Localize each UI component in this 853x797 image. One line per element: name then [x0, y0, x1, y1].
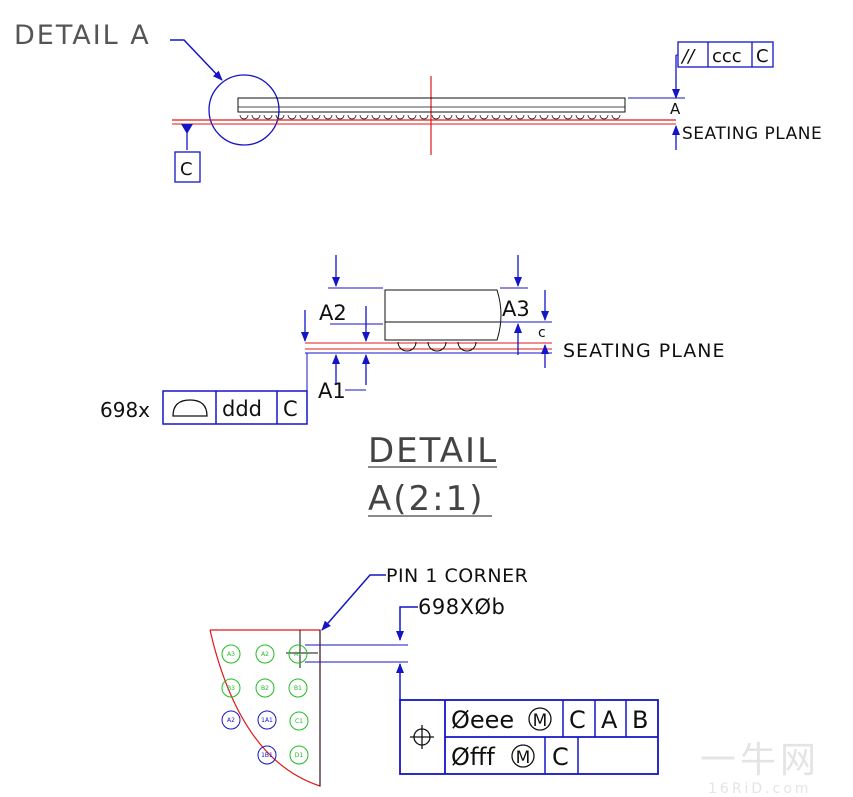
- side-view: DETAIL A // ccc C A SEATING PLANE: [14, 20, 822, 183]
- c-label: c: [538, 325, 546, 341]
- detail-title-line2: A(2:1): [368, 479, 485, 519]
- ball-label-1b1: 1B1: [261, 752, 273, 759]
- pin1-corner-label: PIN 1 CORNER: [386, 565, 528, 587]
- ball-b1: [288, 678, 308, 698]
- ball-1b1: [257, 745, 277, 765]
- ball-grid: A3 A2 A1 B3 B2 B1 A2 1A1 C1 1B1 D1: [221, 644, 309, 765]
- seating-plane-label: SEATING PLANE: [682, 124, 822, 144]
- profile-datum: C: [283, 397, 298, 421]
- mmc-modifier-1: M: [533, 711, 548, 731]
- position-datum-1a: C: [569, 706, 586, 734]
- surface-profile-icon: [172, 399, 208, 417]
- ball-label-a1: A1: [294, 651, 302, 658]
- ball-label-d1: D1: [295, 752, 304, 759]
- ball-label-1a1: 1A1: [261, 717, 273, 724]
- detail-title-line1: DETAIL: [368, 431, 498, 471]
- a2-label: A2: [319, 301, 347, 325]
- pin1-leader: [321, 574, 386, 631]
- ball-b3: [221, 678, 241, 698]
- parallelism-symbol: //: [680, 46, 696, 67]
- a1-label: A1: [318, 379, 346, 403]
- datum-c-triangle: [181, 124, 193, 134]
- detail-a-view: A2 A1 A3 c SEATING PLANE 698x ddd C DETA…: [100, 255, 725, 519]
- detail-package: [384, 289, 502, 341]
- ball-diameter-label: 698XØb: [418, 595, 505, 619]
- position-datum-1b: A: [601, 706, 618, 734]
- watermark: 一牛网 16RiD.com: [700, 740, 820, 797]
- profile-tolerance: ddd: [222, 397, 262, 421]
- ball-label-c1: C1: [295, 718, 303, 725]
- mmc-circle-2: [511, 744, 535, 768]
- ball-a2: [255, 644, 275, 664]
- ball-d1: [289, 745, 309, 765]
- ball-a1: [288, 644, 308, 664]
- position-tolerance-1: Øeee: [451, 706, 514, 734]
- mmc-modifier-2: M: [516, 748, 531, 768]
- ball-label-a2: A2: [261, 651, 269, 658]
- datum-a-label: A: [670, 100, 681, 118]
- ball-label-blue-a2: A2: [227, 717, 235, 724]
- parallelism-tolerance: ccc: [712, 46, 742, 67]
- watermark-url: 16RiD.com: [708, 781, 812, 797]
- datum-c-letter: C: [180, 159, 193, 180]
- ball-label-b3: B3: [227, 685, 235, 692]
- position-frame: Øeee M C A B Øfff M C: [399, 699, 659, 775]
- detail-seating-plane-label: SEATING PLANE: [563, 340, 725, 362]
- package-body: [237, 97, 626, 113]
- detail-a-callout-label: DETAIL A: [14, 20, 151, 51]
- position-datum-1c: B: [632, 706, 648, 734]
- ball-diameter-leader: [396, 606, 418, 641]
- detail-balls: [397, 341, 477, 352]
- watermark-chars: 一牛网: [700, 740, 820, 781]
- position-tolerance-2: Øfff: [451, 743, 495, 771]
- solder-ball-row: [239, 114, 621, 120]
- ball-label-a3: A3: [227, 651, 235, 658]
- ball-label-b2: B2: [261, 685, 269, 692]
- ball-label-b1: B1: [294, 685, 302, 692]
- package-corner-outline: [209, 629, 321, 787]
- mmc-circle-1: [528, 707, 552, 731]
- ball-c1: [289, 711, 309, 731]
- profile-frame: ddd C: [162, 390, 308, 425]
- a3-label: A3: [502, 297, 530, 321]
- ball-a3: [221, 644, 241, 664]
- position-icon: [410, 725, 434, 749]
- detail-a-leader: [170, 39, 223, 81]
- ball-b2: [255, 678, 275, 698]
- parallelism-datum: C: [756, 46, 769, 67]
- ball-1a1: [257, 710, 277, 730]
- detail-a-circle: [208, 74, 280, 146]
- bottom-view: PIN 1 CORNER A3 A2 A1 B3 B2 B1 A2 1A1 C: [209, 565, 659, 787]
- parallelism-frame: // ccc C: [677, 41, 774, 68]
- position-datum-2a: C: [552, 743, 569, 771]
- ball-count-label: 698x: [100, 398, 150, 422]
- datum-c-box: [174, 151, 201, 183]
- ball-blue-a2: [221, 710, 241, 730]
